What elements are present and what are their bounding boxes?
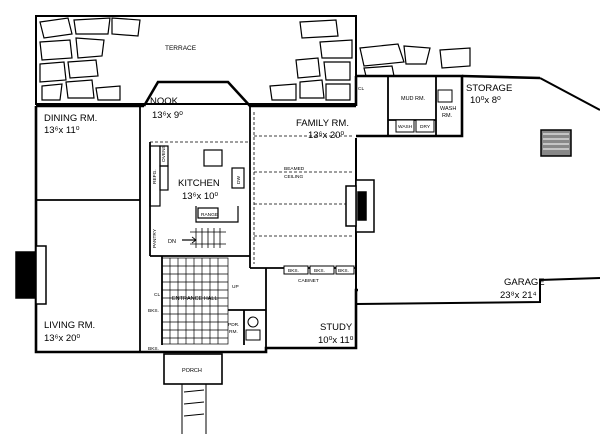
refg-label: REFG. bbox=[152, 169, 158, 184]
family-fireplace bbox=[345, 179, 375, 233]
bks-label-1: BKS. bbox=[288, 268, 299, 274]
bks-label-4: BKS. bbox=[148, 308, 159, 314]
wash-label-2: RM. bbox=[442, 113, 453, 119]
pdr-label-2: RM. bbox=[229, 329, 238, 335]
storage-dim: 10⁰x 8⁰ bbox=[470, 95, 501, 106]
study-bookshelves bbox=[283, 265, 355, 275]
dryer-label: DRY bbox=[420, 124, 431, 130]
range-label: RANGE bbox=[201, 212, 218, 218]
dining-label: DINING RM. bbox=[44, 113, 97, 124]
kitchen-dim: 13⁶x 10⁰ bbox=[182, 191, 218, 202]
living-dim: 13⁶x 20⁰ bbox=[44, 333, 80, 344]
bks-label-5: BKS. bbox=[148, 346, 159, 352]
up-label: UP bbox=[232, 284, 239, 290]
stairs bbox=[182, 228, 226, 248]
pantry-label: PANTRY bbox=[152, 228, 158, 248]
garage-walls bbox=[355, 77, 600, 305]
chimney-hatch bbox=[543, 133, 569, 150]
closet-label: CL bbox=[154, 292, 160, 298]
entrance-label: ENTRANCE HALL bbox=[172, 296, 218, 302]
bks-label-2: BKS. bbox=[314, 268, 325, 274]
study-label: STUDY bbox=[320, 322, 353, 333]
entrance-tile-floor bbox=[161, 257, 229, 345]
laundry-appliances bbox=[395, 89, 453, 133]
mud-label: MUD RM. bbox=[401, 96, 426, 102]
kitchen-counters bbox=[149, 145, 245, 223]
living-fireplace bbox=[15, 245, 47, 305]
wash-label: WASH bbox=[440, 106, 456, 112]
mud-closet-label: CL bbox=[358, 86, 364, 92]
nook-label: NOOK bbox=[150, 96, 179, 107]
ceiling-label: CEILING bbox=[284, 174, 303, 180]
study-dim: 10⁰x 11⁰ bbox=[318, 335, 354, 346]
exterior-walls bbox=[34, 74, 541, 354]
bks-label-3: BKS. bbox=[338, 268, 349, 274]
porch-label: PORCH bbox=[182, 368, 202, 374]
terrace-label: TERRACE bbox=[165, 45, 197, 52]
garage-dim: 23⁸x 21⁴ bbox=[500, 290, 537, 301]
storage-label: STORAGE bbox=[466, 83, 512, 94]
beamed-label: BEAMED bbox=[284, 166, 305, 172]
powder-room-fixtures bbox=[245, 316, 261, 341]
dn-label: DN bbox=[168, 239, 176, 245]
cabinet-label: CABINET bbox=[298, 278, 319, 284]
pdr-label: PDR. bbox=[228, 322, 239, 328]
living-label: LIVING RM. bbox=[44, 320, 95, 331]
porch bbox=[163, 353, 223, 434]
kitchen-label: KITCHEN bbox=[178, 178, 220, 189]
family-label: FAMILY RM. bbox=[296, 118, 349, 129]
dining-dim: 13⁶x 11⁰ bbox=[44, 125, 80, 136]
nook-dim: 13⁶x 9⁰ bbox=[152, 110, 183, 121]
ovens-label: OVENS bbox=[161, 145, 167, 162]
beamed-ceiling-lines bbox=[150, 112, 354, 264]
terrace-area bbox=[35, 15, 471, 105]
dw-label: DW bbox=[236, 176, 242, 184]
garage-label: GARAGE bbox=[504, 277, 545, 288]
family-dim: 13⁶x 20⁰ bbox=[308, 130, 344, 141]
washer-label: WASH bbox=[398, 124, 413, 130]
interior-walls bbox=[36, 76, 463, 352]
